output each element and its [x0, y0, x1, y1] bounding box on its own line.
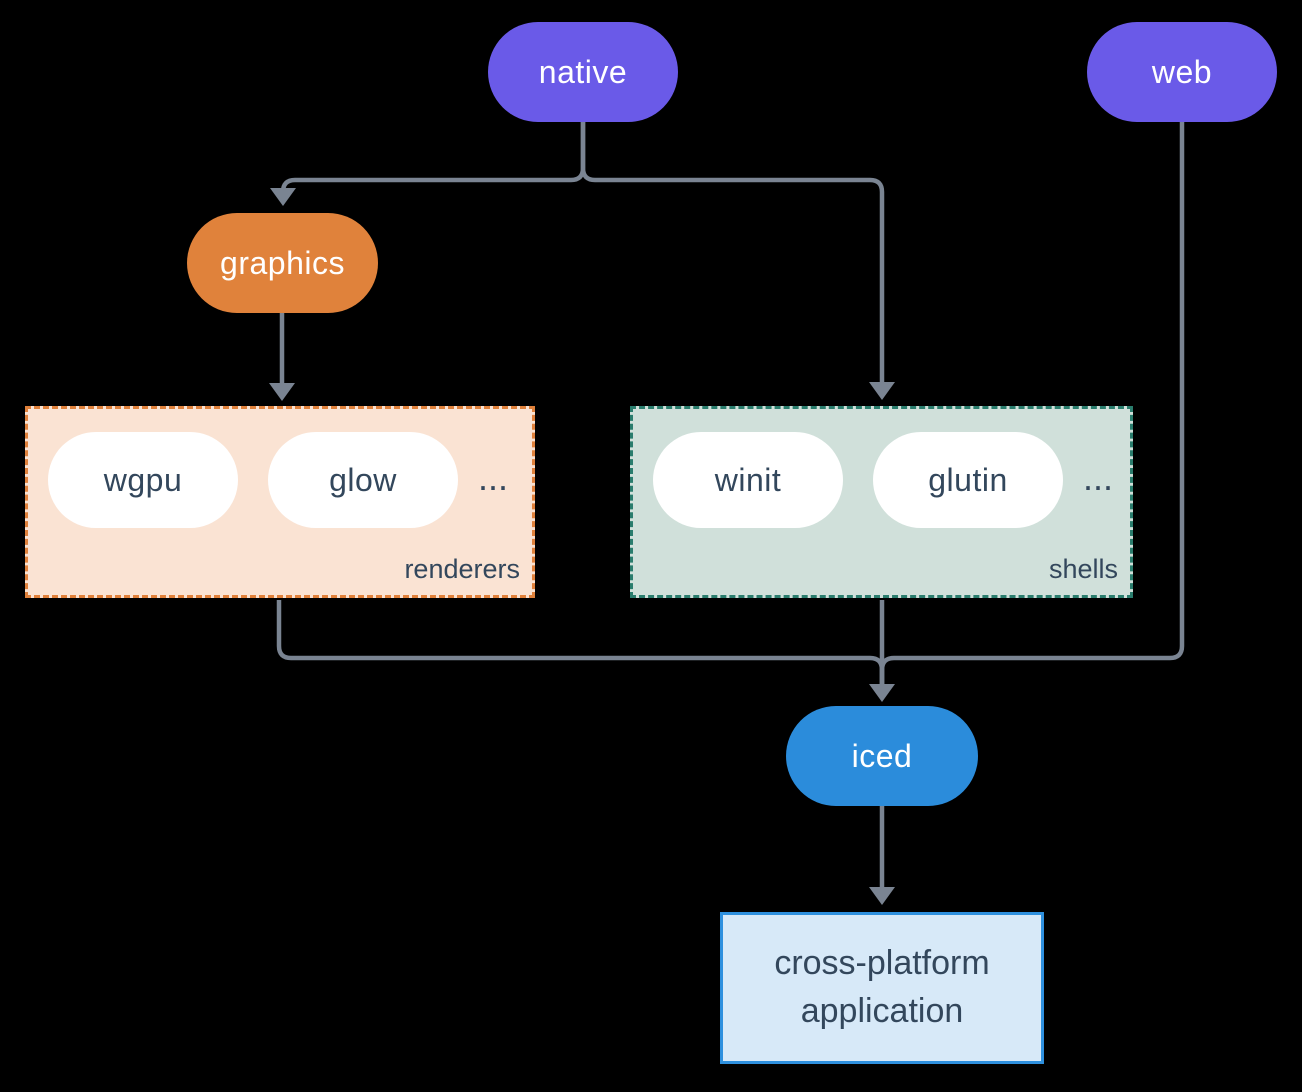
- group-renderers: wgpu glow ... renderers: [25, 406, 535, 598]
- node-glow: glow: [268, 432, 458, 528]
- node-graphics-label: graphics: [220, 244, 345, 281]
- edge-native-to-shells: [580, 122, 885, 384]
- group-shells: winit glutin ... shells: [630, 406, 1133, 598]
- node-graphics: graphics: [187, 213, 378, 313]
- node-glutin-label: glutin: [928, 461, 1008, 498]
- node-wgpu-label: wgpu: [103, 461, 183, 498]
- node-application-label: cross-platform application: [774, 944, 990, 1030]
- node-iced: iced: [786, 706, 978, 806]
- node-native: native: [488, 22, 678, 122]
- group-shells-label: shells: [1048, 554, 1118, 584]
- edge-renderers-to-iced: [276, 600, 885, 684]
- edge-web-to-iced: [879, 122, 1185, 684]
- node-web: web: [1087, 22, 1277, 122]
- edge-iced-to-application-arrowhead: [869, 887, 895, 905]
- node-glutin: glutin: [873, 432, 1063, 528]
- edge-shells-to-iced-arrowhead: [869, 684, 895, 702]
- shells-ellipsis: ...: [1083, 457, 1114, 498]
- edge-native-to-graphics-arrowhead: [270, 188, 296, 206]
- edge-graphics-to-renderers-arrowhead: [269, 383, 295, 401]
- renderers-ellipsis: ...: [478, 457, 509, 498]
- node-application: cross-platform application: [720, 912, 1044, 1064]
- edge-native-to-graphics: [280, 122, 586, 193]
- node-glow-label: glow: [329, 461, 397, 498]
- node-wgpu: wgpu: [48, 432, 238, 528]
- node-web-label: web: [1151, 53, 1213, 90]
- edge-native-to-shells-arrowhead: [869, 382, 895, 400]
- node-iced-label: iced: [851, 737, 913, 774]
- node-winit: winit: [653, 432, 843, 528]
- node-winit-label: winit: [714, 461, 782, 498]
- group-renderers-label: renderers: [404, 554, 520, 584]
- node-native-label: native: [538, 53, 628, 90]
